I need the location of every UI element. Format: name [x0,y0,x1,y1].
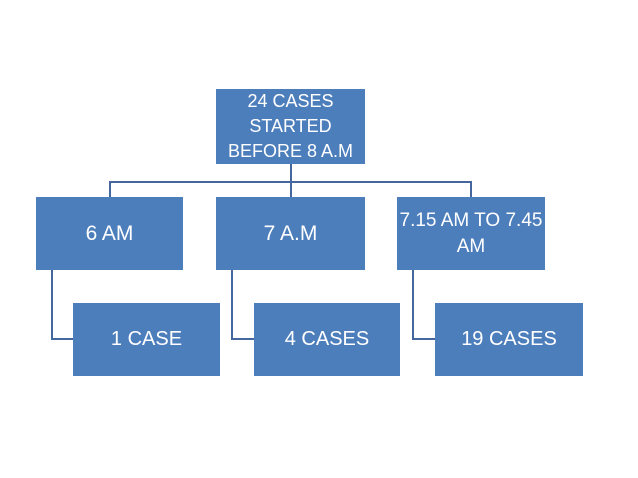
node-root-line-2: STARTED [249,116,332,136]
node-19-cases: 19 CASES [435,303,583,376]
node-715am-line-2: AM [456,235,486,257]
connector-stub-7am [290,181,292,197]
connector-stub-6am [109,181,111,197]
node-root-line-3: BEFORE 8 A.M [227,141,354,161]
node-6am: 6 AM [36,197,183,270]
node-7am-label: 7 A.M [263,221,318,245]
node-715am-to-745am: 7.15 AM TO 7.45 AM [397,197,545,270]
connector-7am-to-4cases-vertical [231,270,233,340]
connector-root-drop [290,164,292,182]
node-6am-label: 6 AM [85,221,134,245]
connector-stub-715am [470,181,472,197]
node-7am: 7 A.M [216,197,365,270]
node-1-case-label: 1 CASE [110,328,183,350]
connector-6am-to-1case-horizontal [51,338,73,340]
connector-715am-to-19cases-vertical [412,270,414,340]
node-root-line-1: 24 CASES [247,91,334,111]
node-19-cases-label: 19 CASES [461,328,557,350]
connector-7am-to-4cases-horizontal [231,338,254,340]
node-1-case: 1 CASE [73,303,220,376]
node-715am-line-1: 7.15 AM TO 7.45 [399,209,543,231]
connector-6am-to-1case-vertical [51,270,53,340]
connector-715am-to-19cases-horizontal [412,338,435,340]
node-4-cases: 4 CASES [254,303,400,376]
node-4-cases-label: 4 CASES [284,328,370,350]
node-24-cases-root: 24 CASES STARTED BEFORE 8 A.M [216,89,365,164]
